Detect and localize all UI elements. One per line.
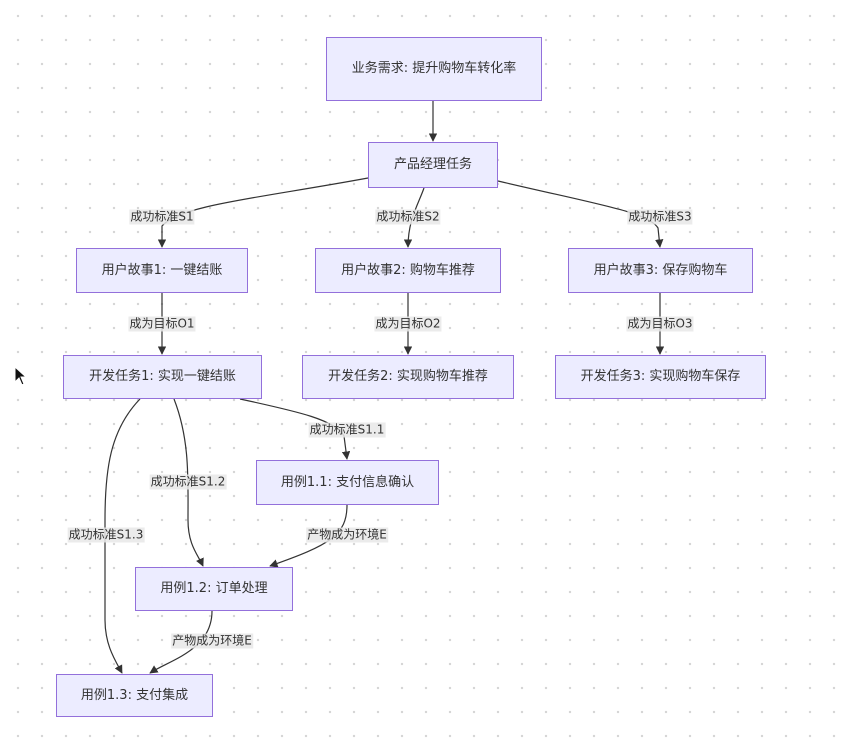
node-user-story-2: 用户故事2: 购物车推荐 <box>315 248 501 293</box>
edge-label-success-s1-1: 成功标准S1.1 <box>308 422 386 438</box>
node-dev-task-1: 开发任务1: 实现一键结账 <box>63 355 262 399</box>
edge-label-success-s2: 成功标准S2 <box>375 209 441 225</box>
edge-label-artifact-env-1: 产物成为环境E <box>306 527 388 543</box>
node-user-story-1: 用户故事1: 一键结账 <box>76 248 248 293</box>
node-dev-task-2: 开发任务2: 实现购物车推荐 <box>302 355 514 399</box>
edge-label-artifact-env-2: 产物成为环境E <box>171 633 253 649</box>
edge-label-success-s3: 成功标准S3 <box>627 209 693 225</box>
edge-case12-to-case13 <box>149 610 213 674</box>
node-case-1-1: 用例1.1: 支付信息确认 <box>256 460 439 505</box>
node-business-requirement: 业务需求: 提升购物车转化率 <box>326 37 542 101</box>
node-dev-task-3: 开发任务3: 实现购物车保存 <box>555 355 766 399</box>
edge-label-success-s1-3: 成功标准S1.3 <box>67 527 145 543</box>
edge-dev1-to-case12 <box>173 398 204 567</box>
mouse-cursor-icon <box>14 366 28 386</box>
edge-label-success-s1: 成功标准S1 <box>129 209 195 225</box>
edge-pm-to-story3 <box>497 180 664 248</box>
edge-label-goal-o2: 成为目标O2 <box>374 316 442 332</box>
node-user-story-3: 用户故事3: 保存购物车 <box>568 248 753 293</box>
node-pm-task: 产品经理任务 <box>368 142 498 188</box>
node-case-1-3: 用例1.3: 支付集成 <box>56 674 213 717</box>
edge-label-goal-o1: 成为目标O1 <box>128 316 196 332</box>
edge-label-success-s1-2: 成功标准S1.2 <box>149 474 227 490</box>
edge-label-goal-o3: 成为目标O3 <box>626 316 694 332</box>
edge-dev1-to-case13 <box>104 398 141 674</box>
node-case-1-2: 用例1.2: 订单处理 <box>135 567 293 611</box>
